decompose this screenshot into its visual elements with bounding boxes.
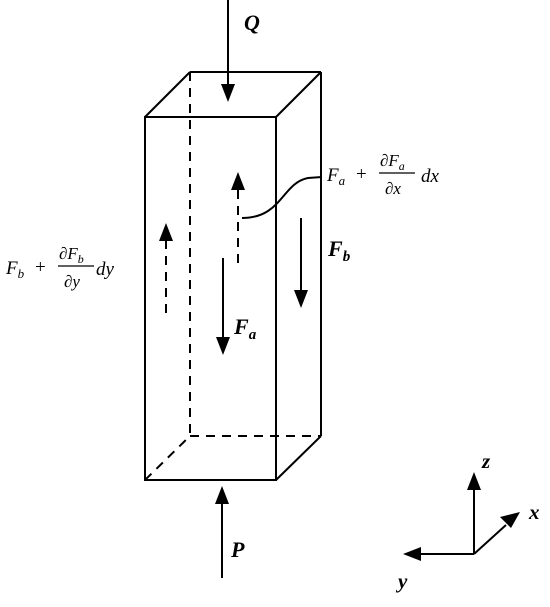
fa-increment-arrow — [231, 172, 245, 268]
x-axis — [473, 524, 507, 555]
fa-increment-equation: Fa + ∂Fa ∂x dx — [326, 151, 440, 198]
svg-text:∂Fa: ∂Fa — [380, 151, 405, 173]
x-axis-arrowhead — [500, 512, 520, 528]
prism-front-face — [144, 116, 277, 481]
z-axis-arrowhead — [467, 472, 481, 490]
fb-label: Fb — [327, 236, 351, 265]
prism-top-left-edge — [144, 71, 191, 118]
svg-text:dx: dx — [421, 166, 440, 187]
p-label: P — [230, 537, 245, 562]
svg-text:+: + — [35, 257, 46, 278]
prism-hidden-bottom-left-edge — [144, 435, 191, 481]
fa-shear-arrow — [216, 258, 230, 355]
p-force-arrow — [215, 486, 229, 578]
svg-text:∂Fb: ∂Fb — [59, 244, 84, 266]
q-force-arrow — [221, 0, 235, 102]
y-axis-arrowhead — [403, 547, 421, 561]
svg-text:Fb: Fb — [5, 258, 25, 281]
svg-text:dy: dy — [96, 259, 115, 280]
fb-increment-equation: Fb + ∂Fb ∂y dy — [5, 244, 115, 291]
prism-bottom-right-edge — [275, 435, 322, 481]
prism-top-right-edge — [275, 71, 322, 118]
fa-label: Fa — [233, 314, 257, 343]
q-label: Q — [244, 10, 260, 35]
coordinate-axes — [403, 472, 520, 561]
x-axis-label: x — [528, 500, 540, 524]
svg-text:∂y: ∂y — [64, 272, 80, 291]
prism — [144, 71, 322, 481]
fb-shear-arrow — [294, 218, 308, 308]
z-axis-label: z — [481, 449, 491, 473]
fa-increment-leader — [241, 176, 323, 219]
y-axis-label: y — [395, 569, 408, 593]
fb-increment-arrow — [159, 223, 173, 314]
svg-text:Fa: Fa — [326, 165, 346, 188]
svg-text:+: + — [356, 164, 367, 185]
svg-text:∂x: ∂x — [385, 179, 401, 198]
